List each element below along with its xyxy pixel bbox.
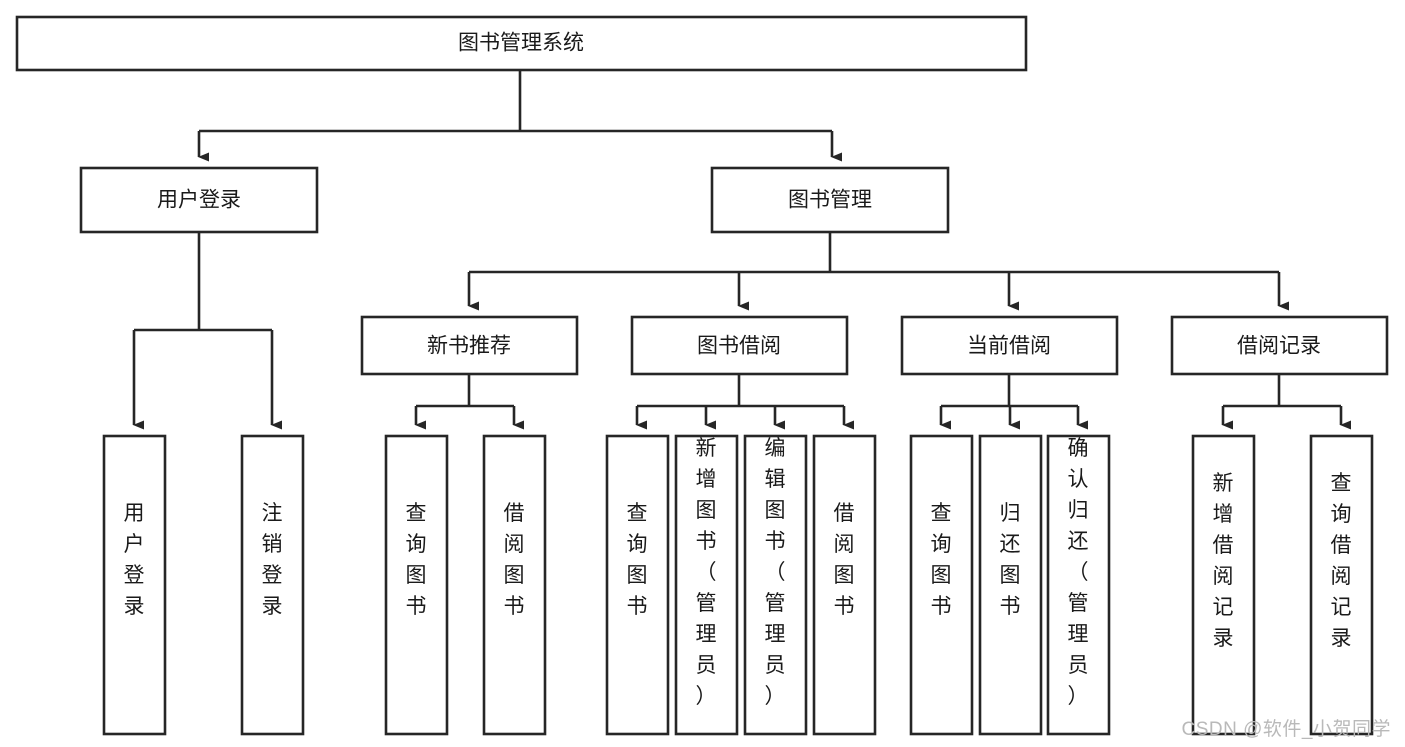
node-book-management[interactable]: 图书管理 — [710, 166, 950, 234]
node-new-book-recommend-label: 新书推荐 — [427, 335, 511, 358]
edge-bookmgmt-to-level2 — [467, 232, 1289, 311]
node-current-borrow-label: 当前借阅 — [967, 335, 1051, 358]
node-leaf-add-book[interactable]: 新增图书（管理员） — [674, 434, 739, 736]
node-leaf-borrow-book-2-label: 借阅图书 — [834, 502, 855, 618]
node-borrow-record[interactable]: 借阅记录 — [1170, 315, 1389, 376]
node-root-label: 图书管理系统 — [458, 32, 584, 55]
edge-bookborrow-to-leaves — [635, 374, 854, 430]
edges-layer — [132, 70, 1351, 430]
edge-borrowrecord-to-leaves — [1221, 374, 1351, 430]
node-leaf-query-book-2-label: 查询图书 — [627, 502, 648, 618]
node-leaf-user-logout[interactable]: 注销登录 — [240, 434, 305, 736]
node-leaf-return-book[interactable]: 归还图书 — [978, 434, 1043, 736]
node-user-login[interactable]: 用户登录 — [79, 166, 319, 234]
node-leaf-add-book-label: 新增图书（管理员） — [696, 437, 717, 708]
node-leaf-query-record-label: 查询借阅记录 — [1331, 472, 1352, 650]
edge-currentborrow-to-leaves — [939, 374, 1088, 430]
node-leaf-query-record[interactable]: 查询借阅记录 — [1309, 434, 1374, 736]
node-leaf-edit-book[interactable]: 编辑图书（管理员） — [743, 434, 808, 736]
node-leaf-user-login[interactable]: 用户登录 — [102, 434, 167, 736]
node-user-login-label: 用户登录 — [157, 189, 241, 212]
node-root[interactable]: 图书管理系统 — [15, 15, 1028, 72]
node-leaf-return-book-label: 归还图书 — [1000, 502, 1021, 618]
edge-userlogin-to-leaves — [132, 232, 282, 430]
node-book-borrow[interactable]: 图书借阅 — [630, 315, 849, 376]
node-leaf-borrow-book-1-label: 借阅图书 — [504, 502, 525, 618]
node-book-management-label: 图书管理 — [788, 189, 872, 212]
node-leaf-add-record-label: 新增借阅记录 — [1213, 472, 1234, 650]
edge-root-to-level1 — [197, 70, 842, 162]
node-leaf-borrow-book-2[interactable]: 借阅图书 — [812, 434, 877, 736]
node-leaf-query-book-1-label: 查询图书 — [406, 502, 427, 618]
node-leaf-query-book-2[interactable]: 查询图书 — [605, 434, 670, 736]
node-leaf-user-login-label: 用户登录 — [124, 502, 145, 618]
node-current-borrow[interactable]: 当前借阅 — [900, 315, 1119, 376]
node-leaf-confirm-return[interactable]: 确认归还（管理员） — [1046, 434, 1111, 736]
node-leaf-confirm-return-label: 确认归还（管理员） — [1068, 437, 1089, 708]
csdn-watermark: CSDN @软件_小贺同学 — [1181, 719, 1391, 740]
node-leaf-query-book-3[interactable]: 查询图书 — [909, 434, 974, 736]
node-new-book-recommend[interactable]: 新书推荐 — [360, 315, 579, 376]
edge-newbook-to-leaves — [414, 374, 524, 430]
node-leaf-edit-book-label: 编辑图书（管理员） — [765, 437, 786, 708]
node-leaf-query-book-1[interactable]: 查询图书 — [384, 434, 449, 736]
node-leaf-add-record[interactable]: 新增借阅记录 — [1191, 434, 1256, 736]
node-leaf-user-logout-label: 注销登录 — [262, 502, 283, 618]
node-leaf-borrow-book-1[interactable]: 借阅图书 — [482, 434, 547, 736]
node-borrow-record-label: 借阅记录 — [1237, 335, 1321, 358]
node-book-borrow-label: 图书借阅 — [697, 335, 781, 358]
node-leaf-query-book-3-label: 查询图书 — [931, 502, 952, 618]
